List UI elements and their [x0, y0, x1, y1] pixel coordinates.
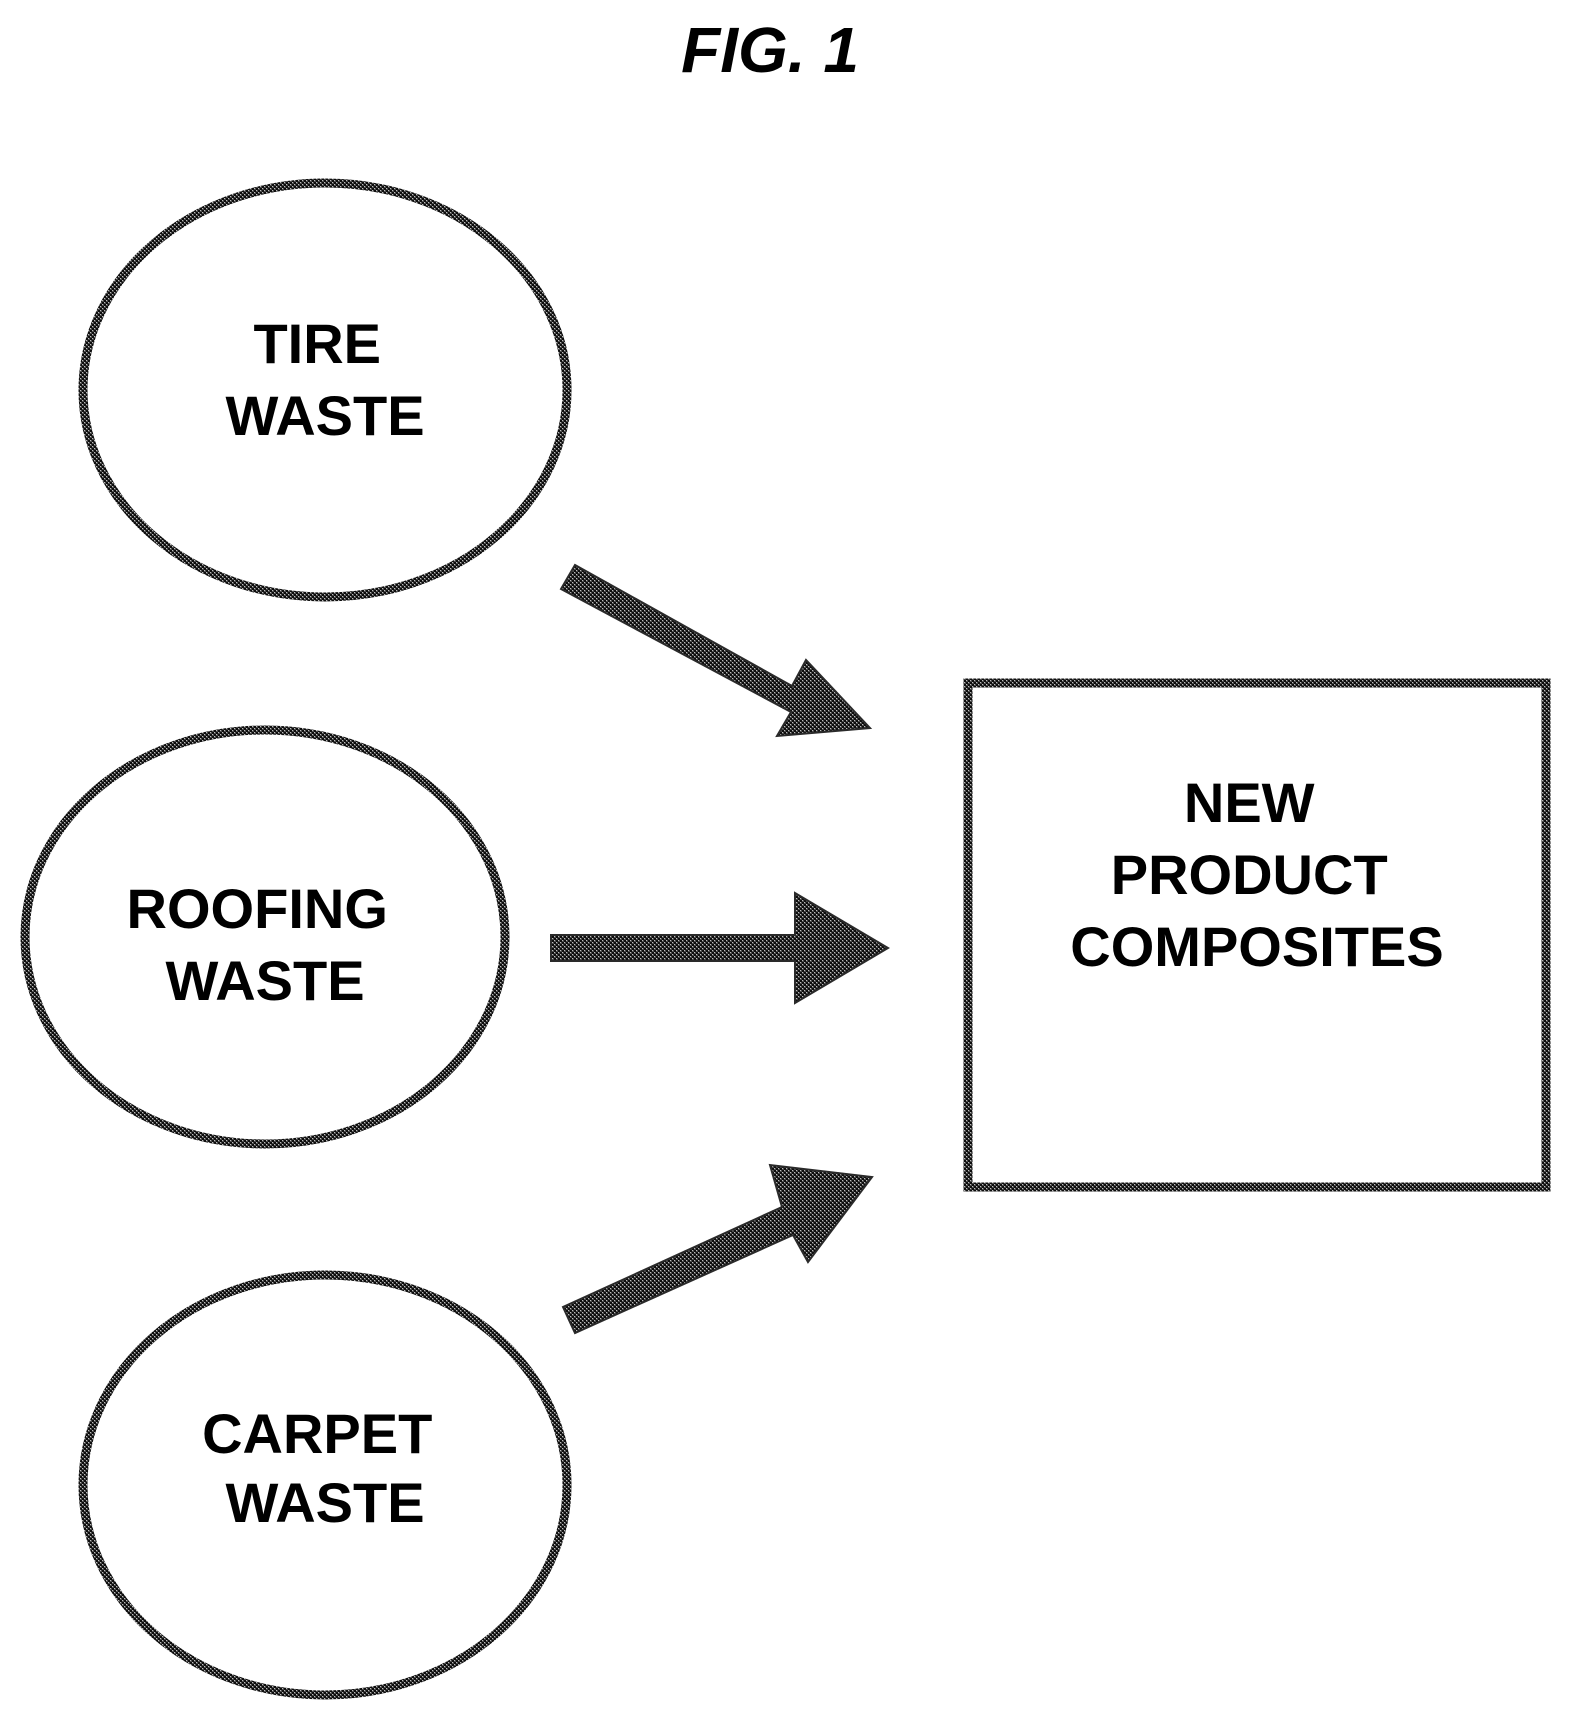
carpet-waste-label: CARPET WASTE: [202, 1402, 448, 1534]
tire-waste-line-1: TIRE: [253, 312, 381, 375]
node-roofing-waste: ROOFING WASTE: [25, 730, 505, 1144]
new-product-composites-line-1: NEW: [1184, 771, 1315, 834]
node-tire-waste: TIRE WASTE: [83, 183, 567, 597]
tire-waste-line-2: WASTE: [225, 384, 424, 447]
tire-waste-label: TIRE WASTE: [225, 312, 424, 447]
new-product-composites-line-3: COMPOSITES: [1070, 915, 1443, 978]
node-carpet-waste: CARPET WASTE: [83, 1275, 567, 1695]
arrow-carpet-to-composites-shape: [563, 1165, 872, 1333]
node-new-product-composites: NEW PRODUCT COMPOSITES: [968, 683, 1546, 1187]
new-product-composites-label: NEW PRODUCT COMPOSITES: [1070, 771, 1443, 978]
roofing-waste-line-1: ROOFING: [127, 877, 388, 940]
carpet-waste-line-1: CARPET: [202, 1402, 432, 1465]
arrow-roofing-to-composites-shape: [551, 893, 888, 1003]
new-product-composites-line-2: PRODUCT: [1111, 843, 1388, 906]
roofing-waste-label: ROOFING WASTE: [127, 877, 404, 1012]
arrow-carpet-to-composites: [563, 1165, 872, 1333]
carpet-waste-line-2: WASTE: [225, 1471, 424, 1534]
roofing-waste-line-2: WASTE: [165, 949, 364, 1012]
arrow-roofing-to-composites: [551, 893, 888, 1003]
figure-title: FIG. 1: [681, 14, 859, 86]
arrow-tire-to-composites: [561, 565, 870, 736]
arrow-tire-to-composites-shape: [561, 565, 870, 736]
